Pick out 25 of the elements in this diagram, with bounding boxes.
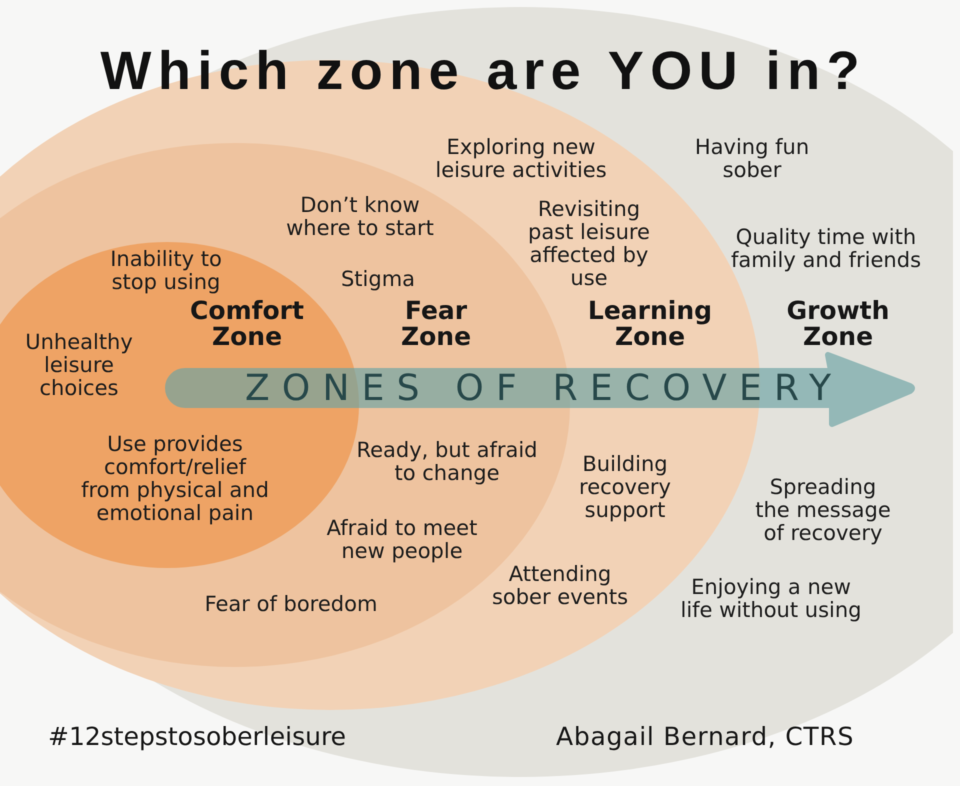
zone-item-text: Building recovery support [578, 453, 672, 522]
pointed-banner [162, 350, 917, 428]
zone-item-text: Don’t know where to start [285, 194, 435, 240]
zone-item-text: Stigma [340, 268, 416, 291]
zone-heading: Fear Zone [400, 298, 472, 350]
zone-item-text: Exploring new leisure activities [434, 136, 608, 182]
hashtag-text: #12stepstosoberleisure [48, 722, 346, 752]
zone-item-text: Use provides comfort/relief from physical and emotional pain [80, 433, 270, 525]
author-credit: Abagail Bernard, CTRS [556, 722, 854, 752]
zone-item-text: Enjoying a new life without using [679, 576, 862, 622]
zone-item-text: Unhealthy leisure choices [24, 331, 134, 400]
zone-item-text: Inability to stop using [109, 248, 223, 294]
banner-label: ZONES OF RECOVERY [244, 371, 844, 407]
zone-item-text: Spreading the message of recovery [754, 476, 892, 545]
zone-item-text: Ready, but afraid to change [355, 439, 539, 485]
zone-item-text: Quality time with family and friends [730, 226, 922, 272]
zone-heading: Comfort Zone [189, 298, 305, 350]
zone-heading: Growth Zone [786, 298, 890, 350]
zone-heading: Learning Zone [586, 298, 714, 350]
zone-item-text: Having fun sober [694, 136, 810, 182]
zone-item-text: Fear of boredom [204, 593, 378, 616]
zone-item-text: Afraid to meet new people [326, 517, 478, 563]
zone-item-text: Attending sober events [490, 563, 630, 609]
title: Which zone are YOU in? [99, 44, 866, 98]
zone-item-text: Revisiting past leisure affected by use [527, 198, 651, 290]
